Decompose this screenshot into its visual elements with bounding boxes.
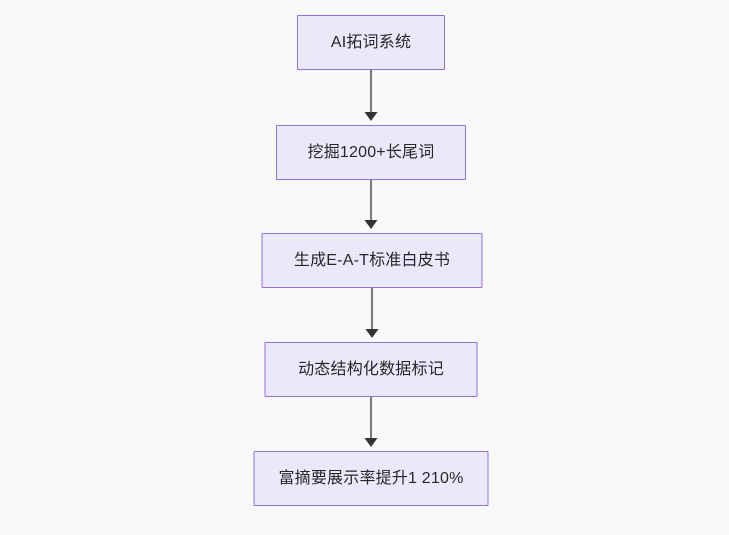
arrowhead-icon (365, 329, 379, 338)
flow-node-generate-eat-whitepaper[interactable]: 生成E-A-T标准白皮书 (261, 233, 483, 288)
flow-node-label: 动态结构化数据标记 (298, 360, 444, 378)
flow-node-label: 富摘要展示率提升1 210% (278, 469, 464, 487)
flow-node-mine-longtail-keywords[interactable]: 挖掘1200+长尾词 (276, 125, 466, 180)
flow-node-ai-keyword-system[interactable]: AI拓词系统 (297, 15, 445, 70)
flow-node-label: AI拓词系统 (330, 33, 412, 51)
arrowhead-icon (364, 112, 378, 121)
edge-n2-n3 (364, 180, 378, 229)
arrowhead-icon (364, 220, 378, 229)
flow-node-label: 挖掘1200+长尾词 (307, 143, 435, 161)
flow-node-label: 生成E-A-T标准白皮书 (293, 251, 451, 269)
flow-node-dynamic-structured-data-markup[interactable]: 动态结构化数据标记 (264, 342, 478, 397)
arrowhead-icon (364, 438, 378, 447)
edge-n3-n4 (365, 288, 379, 338)
flow-node-rich-snippet-rate-increase[interactable]: 富摘要展示率提升1 210% (253, 451, 489, 506)
edge-n4-n5 (364, 397, 378, 447)
edge-n1-n2 (364, 70, 378, 121)
